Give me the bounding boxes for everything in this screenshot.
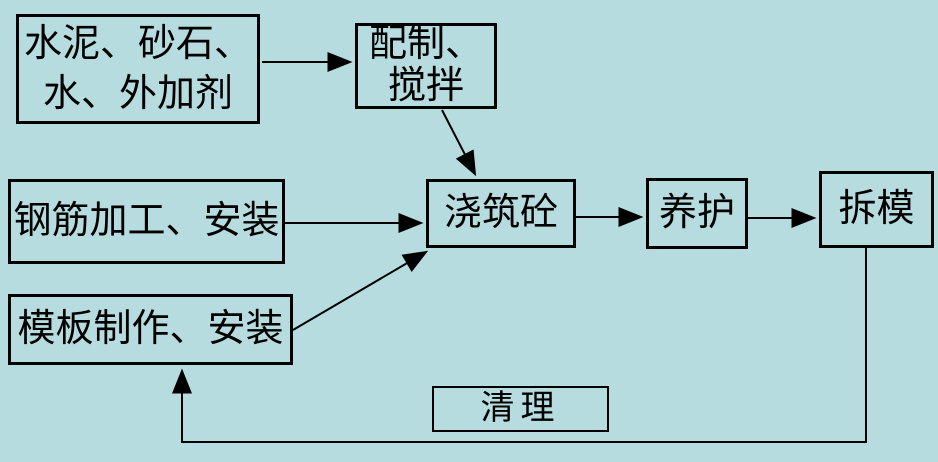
node-demold: 拆模 — [819, 171, 934, 248]
node-demold-label: 拆模 — [838, 188, 915, 231]
node-curing: 养护 — [646, 178, 748, 249]
node-cleaning-label: 清理 — [480, 389, 561, 427]
node-rebar: 钢筋加工、安装 — [8, 179, 285, 264]
node-formwork: 模板制作、安装 — [8, 294, 293, 365]
node-rebar-label: 钢筋加工、安装 — [13, 200, 280, 243]
node-curing-label: 养护 — [658, 192, 735, 235]
node-materials-label-line1: 水泥、砂石、 — [23, 22, 252, 65]
node-pour-concrete-label: 浇筑砼 — [443, 192, 558, 235]
edge-formwork-pour — [292, 250, 429, 331]
node-cleaning: 清理 — [432, 386, 609, 432]
node-mixing-label-line1: 配制、 — [368, 23, 483, 66]
node-pour-concrete: 浇筑砼 — [426, 179, 576, 248]
node-mixing: 配制、 搅拌 — [355, 23, 497, 109]
node-materials: 水泥、砂石、 水、外加剂 — [16, 14, 260, 124]
node-formwork-label: 模板制作、安装 — [17, 308, 284, 351]
node-mixing-label-line2: 搅拌 — [387, 65, 464, 107]
node-materials-label-line2: 水、外加剂 — [42, 73, 233, 115]
edge-mixing-pour — [441, 109, 477, 177]
